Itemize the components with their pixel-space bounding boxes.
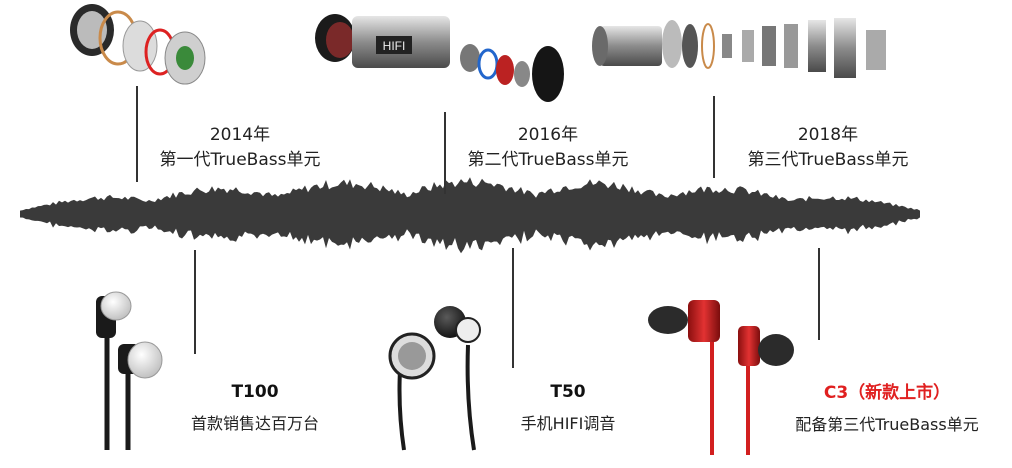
milestone-unit: 第二代TrueBass单元 [467, 150, 629, 170]
product-t50: T50 手机HIFI调音 [498, 382, 638, 434]
connector-line-2018 [713, 96, 715, 178]
connector-line-t100 [194, 250, 196, 354]
audio-waveform [20, 177, 920, 254]
product-desc: 手机HIFI调音 [520, 414, 616, 433]
product-desc: 首款销售达百万台 [190, 414, 319, 433]
milestone-2016: 2016年 第二代TrueBass单元 [458, 120, 638, 170]
product-name: T100 [231, 382, 279, 402]
t50-earphone-illustration [388, 306, 481, 451]
connector-line-t50 [512, 248, 514, 368]
connector-line-c3 [818, 248, 820, 340]
t100-earphone-illustration [96, 291, 163, 450]
connector-line-2016 [444, 112, 446, 194]
product-name: T50 [550, 382, 586, 402]
milestone-year: 2016年 [517, 125, 579, 145]
milestone-year: 2018年 [797, 125, 859, 145]
driver-brand-text: HIFI [383, 39, 406, 53]
milestone-2014: 2014年 第一代TrueBass单元 [150, 120, 330, 170]
milestone-unit: 第三代TrueBass单元 [747, 150, 909, 170]
milestone-2018: 2018年 第三代TrueBass单元 [738, 120, 918, 170]
product-t100: T100 首款销售达百万台 [170, 382, 340, 434]
c3-earphone-illustration [648, 300, 794, 455]
milestone-unit: 第一代TrueBass单元 [159, 150, 321, 170]
milestone-year: 2014年 [209, 125, 271, 145]
driver-2018-illustration [592, 18, 886, 78]
driver-2016-illustration: HIFI [315, 14, 564, 102]
product-c3: C3（新款上市） 配备第三代TrueBass单元 [768, 378, 1006, 435]
product-name: C3（新款上市） [823, 383, 951, 403]
connector-line-2014 [136, 86, 138, 182]
product-desc: 配备第三代TrueBass单元 [795, 415, 979, 434]
driver-2014-illustration [70, 4, 206, 85]
